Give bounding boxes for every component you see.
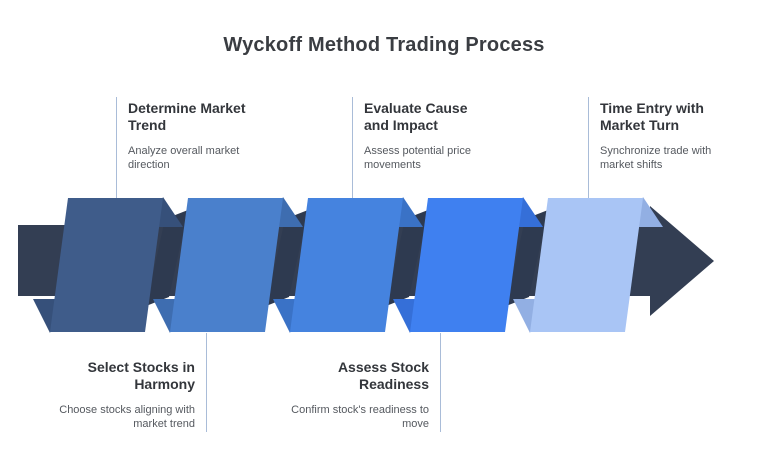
gap-shadow-3 — [386, 210, 428, 306]
ribbon-2-shape — [170, 198, 283, 332]
step-heading: Select Stocks in Harmony — [87, 359, 195, 392]
step-label-select-stocks-harmony: Select Stocks in Harmony Choose stocks a… — [35, 333, 207, 432]
gap-shadow-1 — [146, 210, 188, 306]
step-body: Analyze overall market direction — [128, 145, 240, 171]
step-label-assess-stock-readiness: Assess Stock Readiness Confirm stock's r… — [269, 333, 441, 432]
gap-shadow-4 — [506, 210, 548, 306]
step-heading: Time Entry with Market Turn — [600, 100, 704, 133]
step-label-determine-market-trend: Determine Market Trend Analyze overall m… — [116, 97, 286, 198]
step-label-time-entry-market-turn: Time Entry with Market Turn Synchronize … — [588, 97, 758, 198]
step-body: Assess potential price movements — [364, 145, 471, 171]
ribbon-5-shape — [530, 198, 643, 332]
step-heading: Assess Stock Readiness — [337, 359, 429, 392]
step-label-evaluate-cause-impact: Evaluate Cause and Impact Assess potenti… — [352, 97, 522, 198]
step-body: Confirm stock's readiness to move — [291, 404, 429, 430]
step-heading: Determine Market Trend — [128, 100, 246, 133]
ribbon-4-shape — [410, 198, 523, 332]
gap-shadow-2 — [266, 210, 308, 306]
ribbon-4-fold-bottom — [393, 299, 420, 333]
ribbon-3-fold-bottom — [273, 299, 300, 333]
ribbon-3-shape — [290, 198, 403, 332]
ribbon-5-fold-bottom — [513, 299, 540, 333]
ribbon-1-shape — [50, 198, 163, 332]
arrow-head — [650, 206, 714, 316]
step-body: Synchronize trade with market shifts — [600, 145, 712, 171]
ribbon-2-fold-bottom — [153, 299, 180, 333]
step-body: Choose stocks aligning with market trend — [59, 404, 195, 430]
step-heading: Evaluate Cause and Impact — [364, 100, 468, 133]
ribbon-1-fold-bottom — [33, 299, 60, 333]
page-title: Wyckoff Method Trading Process — [223, 34, 545, 56]
